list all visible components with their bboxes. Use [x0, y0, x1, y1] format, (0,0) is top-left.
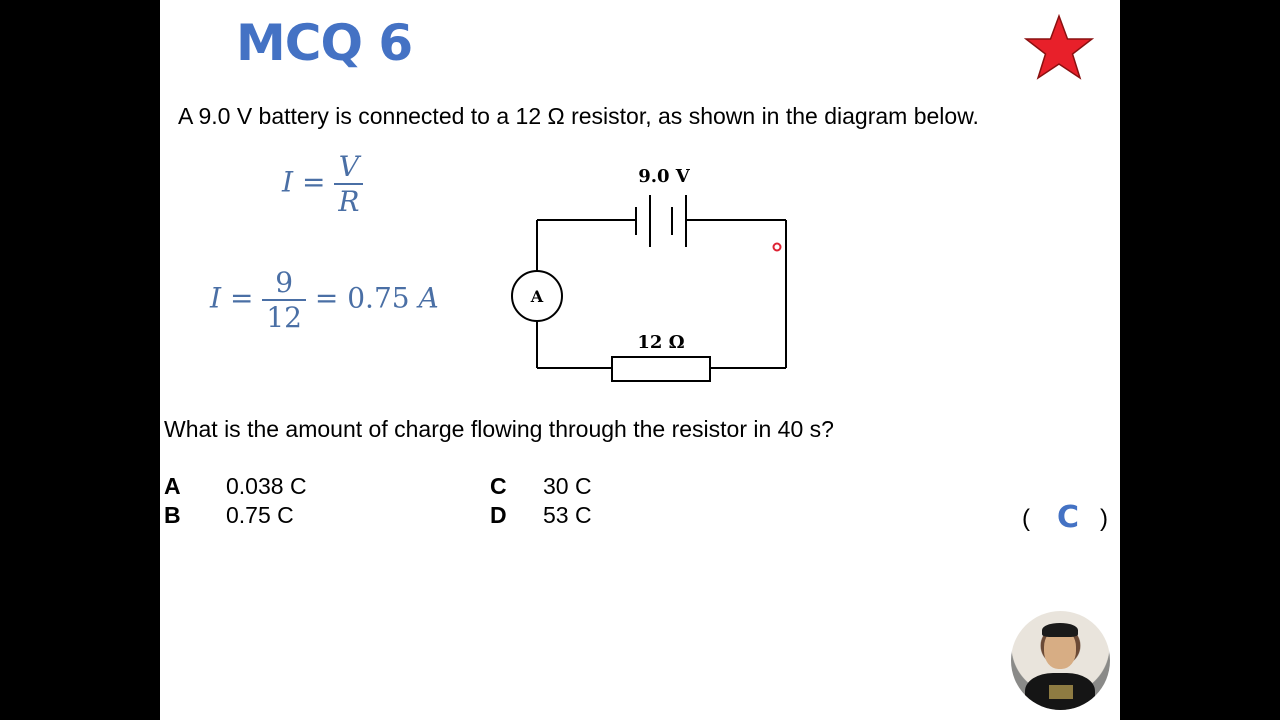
option-c-text: 30 C: [543, 473, 592, 499]
option-d-letter: D: [490, 502, 507, 528]
equation1-numerator: V: [338, 150, 359, 183]
option-d-text: 53 C: [543, 502, 592, 528]
star-icon: [1024, 14, 1094, 80]
equation1-lhs: I =: [282, 165, 326, 199]
option-c-letter: C: [490, 473, 507, 499]
equation2-numerator: 9: [275, 266, 294, 299]
webcam-overlay: [1011, 611, 1110, 710]
option-a-letter: A: [164, 473, 181, 499]
equation-ohms-law: I = V R: [282, 150, 364, 218]
equation-current-value: I = 9 12 = 0.75 A: [210, 266, 439, 334]
option-a-text: 0.038 C: [226, 473, 307, 499]
answer-close-paren: ): [1100, 505, 1108, 532]
equation1-denominator: R: [334, 183, 364, 218]
equation2-lhs: I =: [210, 281, 254, 315]
option-d: D 53 C: [490, 502, 592, 529]
ammeter-label: A: [530, 287, 544, 306]
option-b-letter: B: [164, 502, 181, 528]
equation2-unit: A: [418, 281, 439, 315]
question-text: What is the amount of charge flowing thr…: [164, 416, 834, 442]
equation2-denominator: 12: [262, 299, 306, 334]
ammeter: [511, 270, 563, 322]
webcam-shirt-print: [1049, 685, 1073, 699]
option-c: C 30 C: [490, 473, 592, 500]
option-a: A 0.038 C: [164, 473, 307, 500]
answer-open-paren: (: [1022, 505, 1030, 532]
circuit-diagram: 9.0 V A 12 Ω: [511, 166, 787, 382]
resistor: [611, 356, 711, 382]
pointer-dot: [772, 242, 782, 252]
equation2-fraction: 9 12: [262, 266, 306, 334]
slide-title: MCQ 6: [236, 14, 413, 72]
equation1-fraction: V R: [334, 150, 364, 218]
answer-value: C: [1057, 500, 1080, 535]
webcam-hair: [1042, 623, 1078, 637]
battery-label: 9.0 V: [638, 166, 691, 187]
slide: MCQ 6 A 9.0 V battery is connected to a …: [160, 0, 1120, 720]
option-b: B 0.75 C: [164, 502, 294, 529]
option-b-text: 0.75 C: [226, 502, 294, 528]
equation2-rhs: = 0.75: [314, 281, 410, 315]
intro-text: A 9.0 V battery is connected to a 12 Ω r…: [178, 103, 979, 129]
resistor-label: 12 Ω: [637, 332, 684, 353]
